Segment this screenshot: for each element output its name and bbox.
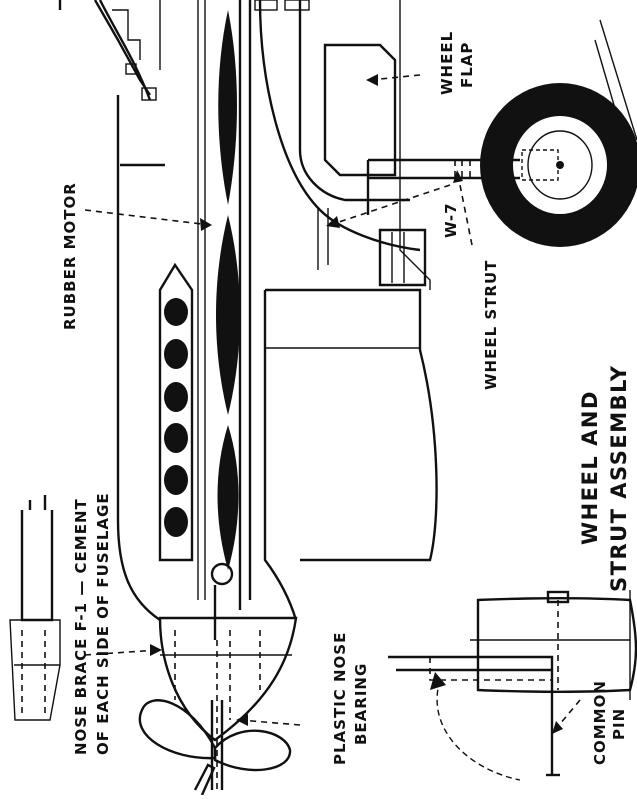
- wheel: [480, 19, 637, 247]
- propeller: [138, 640, 292, 796]
- assembly-inset: [388, 590, 637, 781]
- nose-brace-detail: [9, 495, 61, 721]
- label-wheel-strut: WHEEL STRUT: [482, 260, 500, 390]
- leader-lines: [84, 74, 581, 734]
- label-common-pin-1: COMMON: [591, 680, 609, 765]
- label-plastic-nose-1: PLASTIC NOSE: [331, 632, 349, 765]
- label-w7: W-7: [442, 202, 460, 238]
- labels: RUBBER MOTOR WHEEL FLAP W-7 WHEEL STRUT …: [61, 31, 631, 765]
- cockpit-windows: [158, 262, 194, 562]
- label-wheel-flap-1: WHEEL: [438, 31, 456, 95]
- label-nose-brace-1: NOSE BRACE F-1 — CEMENT: [72, 498, 90, 755]
- label-nose-brace-2: OF EACH SIDE OF FUSELAGE: [94, 492, 112, 755]
- label-wheel-flap-2: FLAP: [458, 42, 476, 88]
- assembly-title-1: WHEEL AND: [578, 390, 602, 545]
- label-plastic-nose-2: BEARING: [352, 663, 370, 745]
- label-rubber-motor: RUBBER MOTOR: [61, 182, 79, 330]
- wheel-strut: [366, 158, 520, 215]
- rubber-motor: [204, 0, 251, 640]
- assembly-title-2: STRUT ASSEMBLY: [607, 365, 631, 592]
- label-common-pin-2: PIN: [610, 708, 628, 740]
- fuselage: [58, 0, 438, 742]
